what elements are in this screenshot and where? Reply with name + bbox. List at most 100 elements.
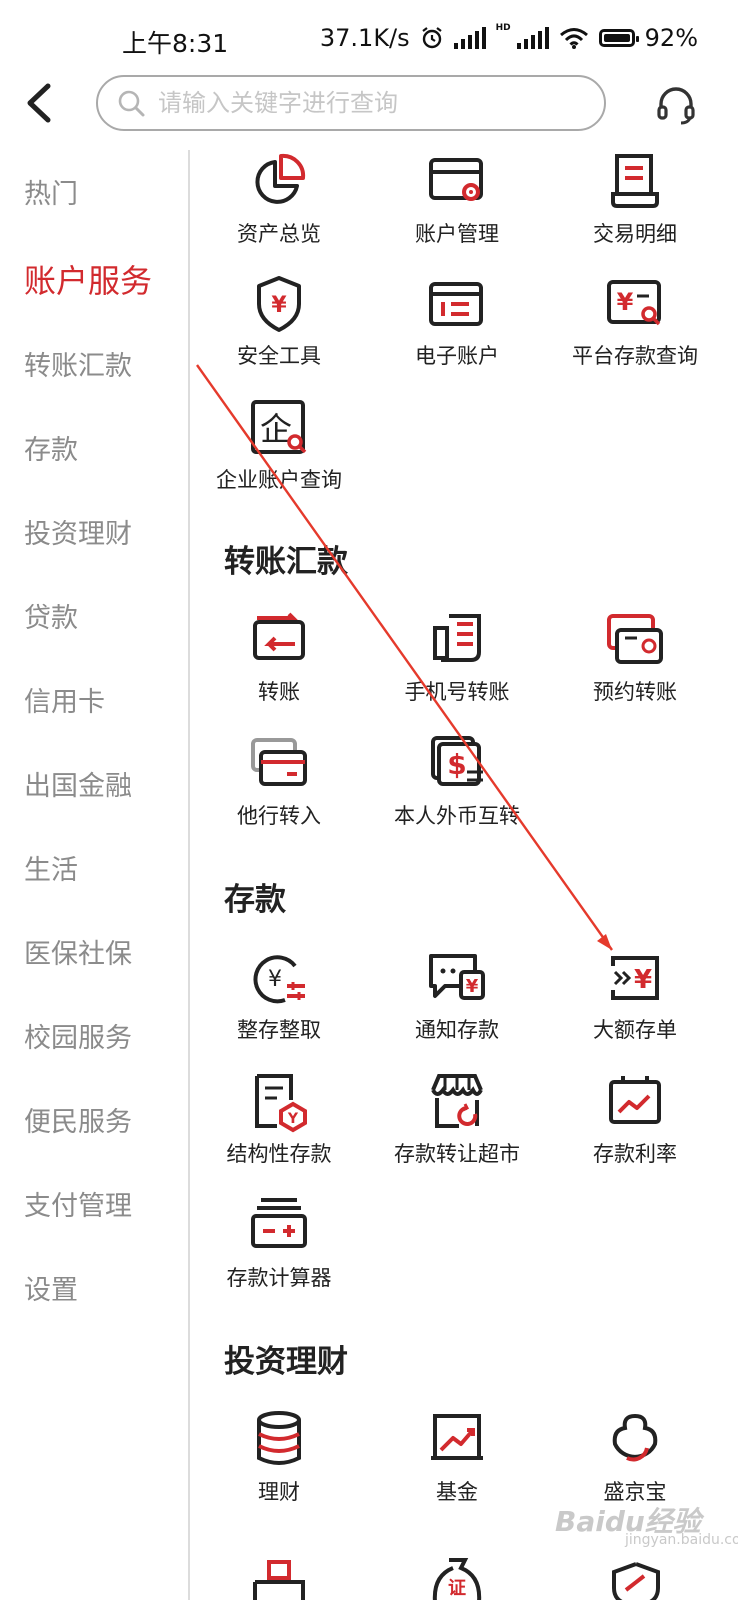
sidebar-item-life[interactable]: 生活 (24, 855, 78, 886)
large-cd-icon: ¥ (611, 956, 659, 1000)
tile-fx-transfer[interactable]: $ 本人外币互转 (368, 732, 546, 830)
tile-label: 企业账户查询 (216, 468, 342, 492)
tile-fund[interactable]: 基金 (368, 1408, 546, 1506)
tile-large-cd[interactable]: ¥ 大额存单 (546, 946, 724, 1044)
tile-label: 整存整取 (237, 1018, 321, 1042)
sidebar-item-loan[interactable]: 贷款 (24, 603, 78, 634)
section-title-transfer: 转账汇款 (224, 544, 348, 580)
search-bar[interactable] (96, 75, 606, 131)
signal-icon (453, 27, 486, 49)
tile-enterprise-query[interactable]: 企 企业账户查询 (190, 396, 368, 494)
sidebar-item-settings[interactable]: 设置 (24, 1275, 78, 1306)
tile-scheduled-transfer[interactable]: 预约转账 (546, 608, 724, 706)
svg-text:¥: ¥ (466, 976, 479, 997)
tile-fixed-deposit[interactable]: ¥ 整存整取 (190, 946, 368, 1044)
network-speed: 37.1K/s (319, 24, 410, 52)
partial-tile-icon-3 (612, 1562, 660, 1600)
status-time: 上午8:31 (122, 29, 229, 58)
back-button[interactable] (18, 80, 64, 126)
tile-label: 结构性存款 (226, 1142, 332, 1166)
alarm-icon (421, 27, 442, 49)
enterprise-search-icon: 企 (251, 400, 307, 454)
watermark-logo: Baidu经验 (555, 1505, 701, 1538)
search-input[interactable] (156, 88, 580, 118)
sidebar-item-social-security[interactable]: 医保社保 (24, 939, 132, 970)
cards-icon (251, 738, 307, 786)
tile-deposit-market[interactable]: 存款转让超市 (368, 1070, 546, 1168)
service-content: 资产总览 账户管理 交易明细 ¥ 安全工具 电子账户 ¥ 平台存款查询 企 企业… (190, 150, 738, 1600)
card-gear-icon (429, 158, 483, 201)
tile-deposit-rate[interactable]: 存款利率 (546, 1070, 724, 1168)
tile-transfer[interactable]: 转账 (190, 608, 368, 706)
tile-label: 存款计算器 (226, 1266, 332, 1290)
tile-shengjingbao[interactable]: 盛京宝 (546, 1408, 724, 1506)
signal-icon-2 (516, 27, 549, 49)
sidebar-item-campus[interactable]: 校园服务 (24, 1023, 132, 1054)
back-arrow-icon (27, 83, 51, 123)
tile-deposit-calculator[interactable]: 存款计算器 (190, 1194, 368, 1292)
dollar-swap-icon: $ (431, 736, 483, 786)
tile-label: 手机号转账 (404, 680, 510, 704)
tile-platform-deposit-query[interactable]: ¥ 平台存款查询 (546, 272, 724, 370)
tile-e-account[interactable]: 电子账户 (368, 272, 546, 370)
wifi-icon (559, 28, 588, 49)
scheduled-card-icon (607, 614, 663, 664)
market-icon (431, 1074, 483, 1128)
card-list-icon (429, 282, 483, 326)
tile-label: 平台存款查询 (572, 344, 698, 368)
sidebar-item-convenience[interactable]: 便民服务 (24, 1107, 132, 1138)
customer-service-button[interactable] (655, 84, 697, 126)
tile-label: 资产总览 (237, 222, 321, 246)
tile-other-bank-in[interactable]: 他行转入 (190, 732, 368, 830)
battery-level: 92% (644, 24, 698, 52)
section-title-deposit: 存款 (224, 882, 286, 918)
doc-yuan-icon: Y (255, 1074, 307, 1133)
svg-text:¥: ¥ (268, 967, 282, 992)
tile-wealth[interactable]: 理财 (190, 1408, 368, 1506)
sidebar-item-deposit[interactable]: 存款 (24, 435, 78, 466)
chart-icon (609, 1076, 661, 1124)
transfer-card-icon (253, 612, 305, 660)
category-sidebar: 热门 账户服务 转账汇款 存款 投资理财 贷款 信用卡 出国金融 生活 医保社保… (0, 150, 190, 1600)
tile-label: 基金 (436, 1480, 478, 1504)
watermark-url: jingyan.baidu.com (625, 1532, 738, 1548)
hd-badge: HD (495, 23, 511, 33)
calculator-icon (251, 1198, 307, 1248)
tile-label: 安全工具 (237, 344, 321, 368)
tile-label: 存款利率 (593, 1142, 677, 1166)
tile-label: 盛京宝 (603, 1480, 667, 1504)
sidebar-item-hot[interactable]: 热门 (24, 179, 78, 210)
tile-asset-overview[interactable]: 资产总览 (190, 150, 368, 248)
section-title-invest: 投资理财 (224, 1344, 348, 1380)
tile-phone-transfer[interactable]: 手机号转账 (368, 608, 546, 706)
tile-security-tools[interactable]: ¥ 安全工具 (190, 272, 368, 370)
tile-notice-deposit[interactable]: ¥ 通知存款 (368, 946, 546, 1044)
svg-text:¥: ¥ (271, 293, 287, 318)
battery-icon (598, 29, 639, 47)
tile-transaction-detail[interactable]: 交易明细 (546, 150, 724, 248)
sidebar-item-payment[interactable]: 支付管理 (24, 1191, 132, 1222)
status-bar: 上午8:31 37.1K/s HD 92% (0, 0, 738, 80)
sidebar-item-account[interactable]: 账户服务 (24, 262, 153, 300)
tile-label: 账户管理 (415, 222, 499, 246)
sidebar-item-overseas[interactable]: 出国金融 (24, 771, 132, 802)
partial-tile-icon-2: 证 (432, 1558, 482, 1600)
svg-text:¥: ¥ (634, 965, 652, 995)
tile-structured-deposit[interactable]: Y 结构性存款 (190, 1070, 368, 1168)
tile-label: 交易明细 (593, 222, 677, 246)
tile-label: 预约转账 (593, 680, 677, 704)
sidebar-item-invest[interactable]: 投资理财 (24, 519, 132, 550)
sidebar-item-credit-card[interactable]: 信用卡 (24, 687, 105, 718)
pie-chart-icon (255, 153, 306, 204)
shield-yuan-icon: ¥ (257, 276, 301, 332)
headset-icon (657, 87, 695, 125)
coin-stack-icon (257, 1411, 301, 1465)
chat-yuan-icon: ¥ (429, 954, 485, 1000)
tile-label: 存款转让超市 (394, 1142, 520, 1166)
phone-doc-icon (433, 614, 481, 662)
svg-text:企: 企 (260, 410, 292, 448)
sidebar-item-transfer[interactable]: 转账汇款 (24, 351, 132, 382)
tile-account-manage[interactable]: 账户管理 (368, 150, 546, 248)
svg-text:Y: Y (287, 1111, 299, 1127)
tile-label: 电子账户 (415, 344, 499, 368)
